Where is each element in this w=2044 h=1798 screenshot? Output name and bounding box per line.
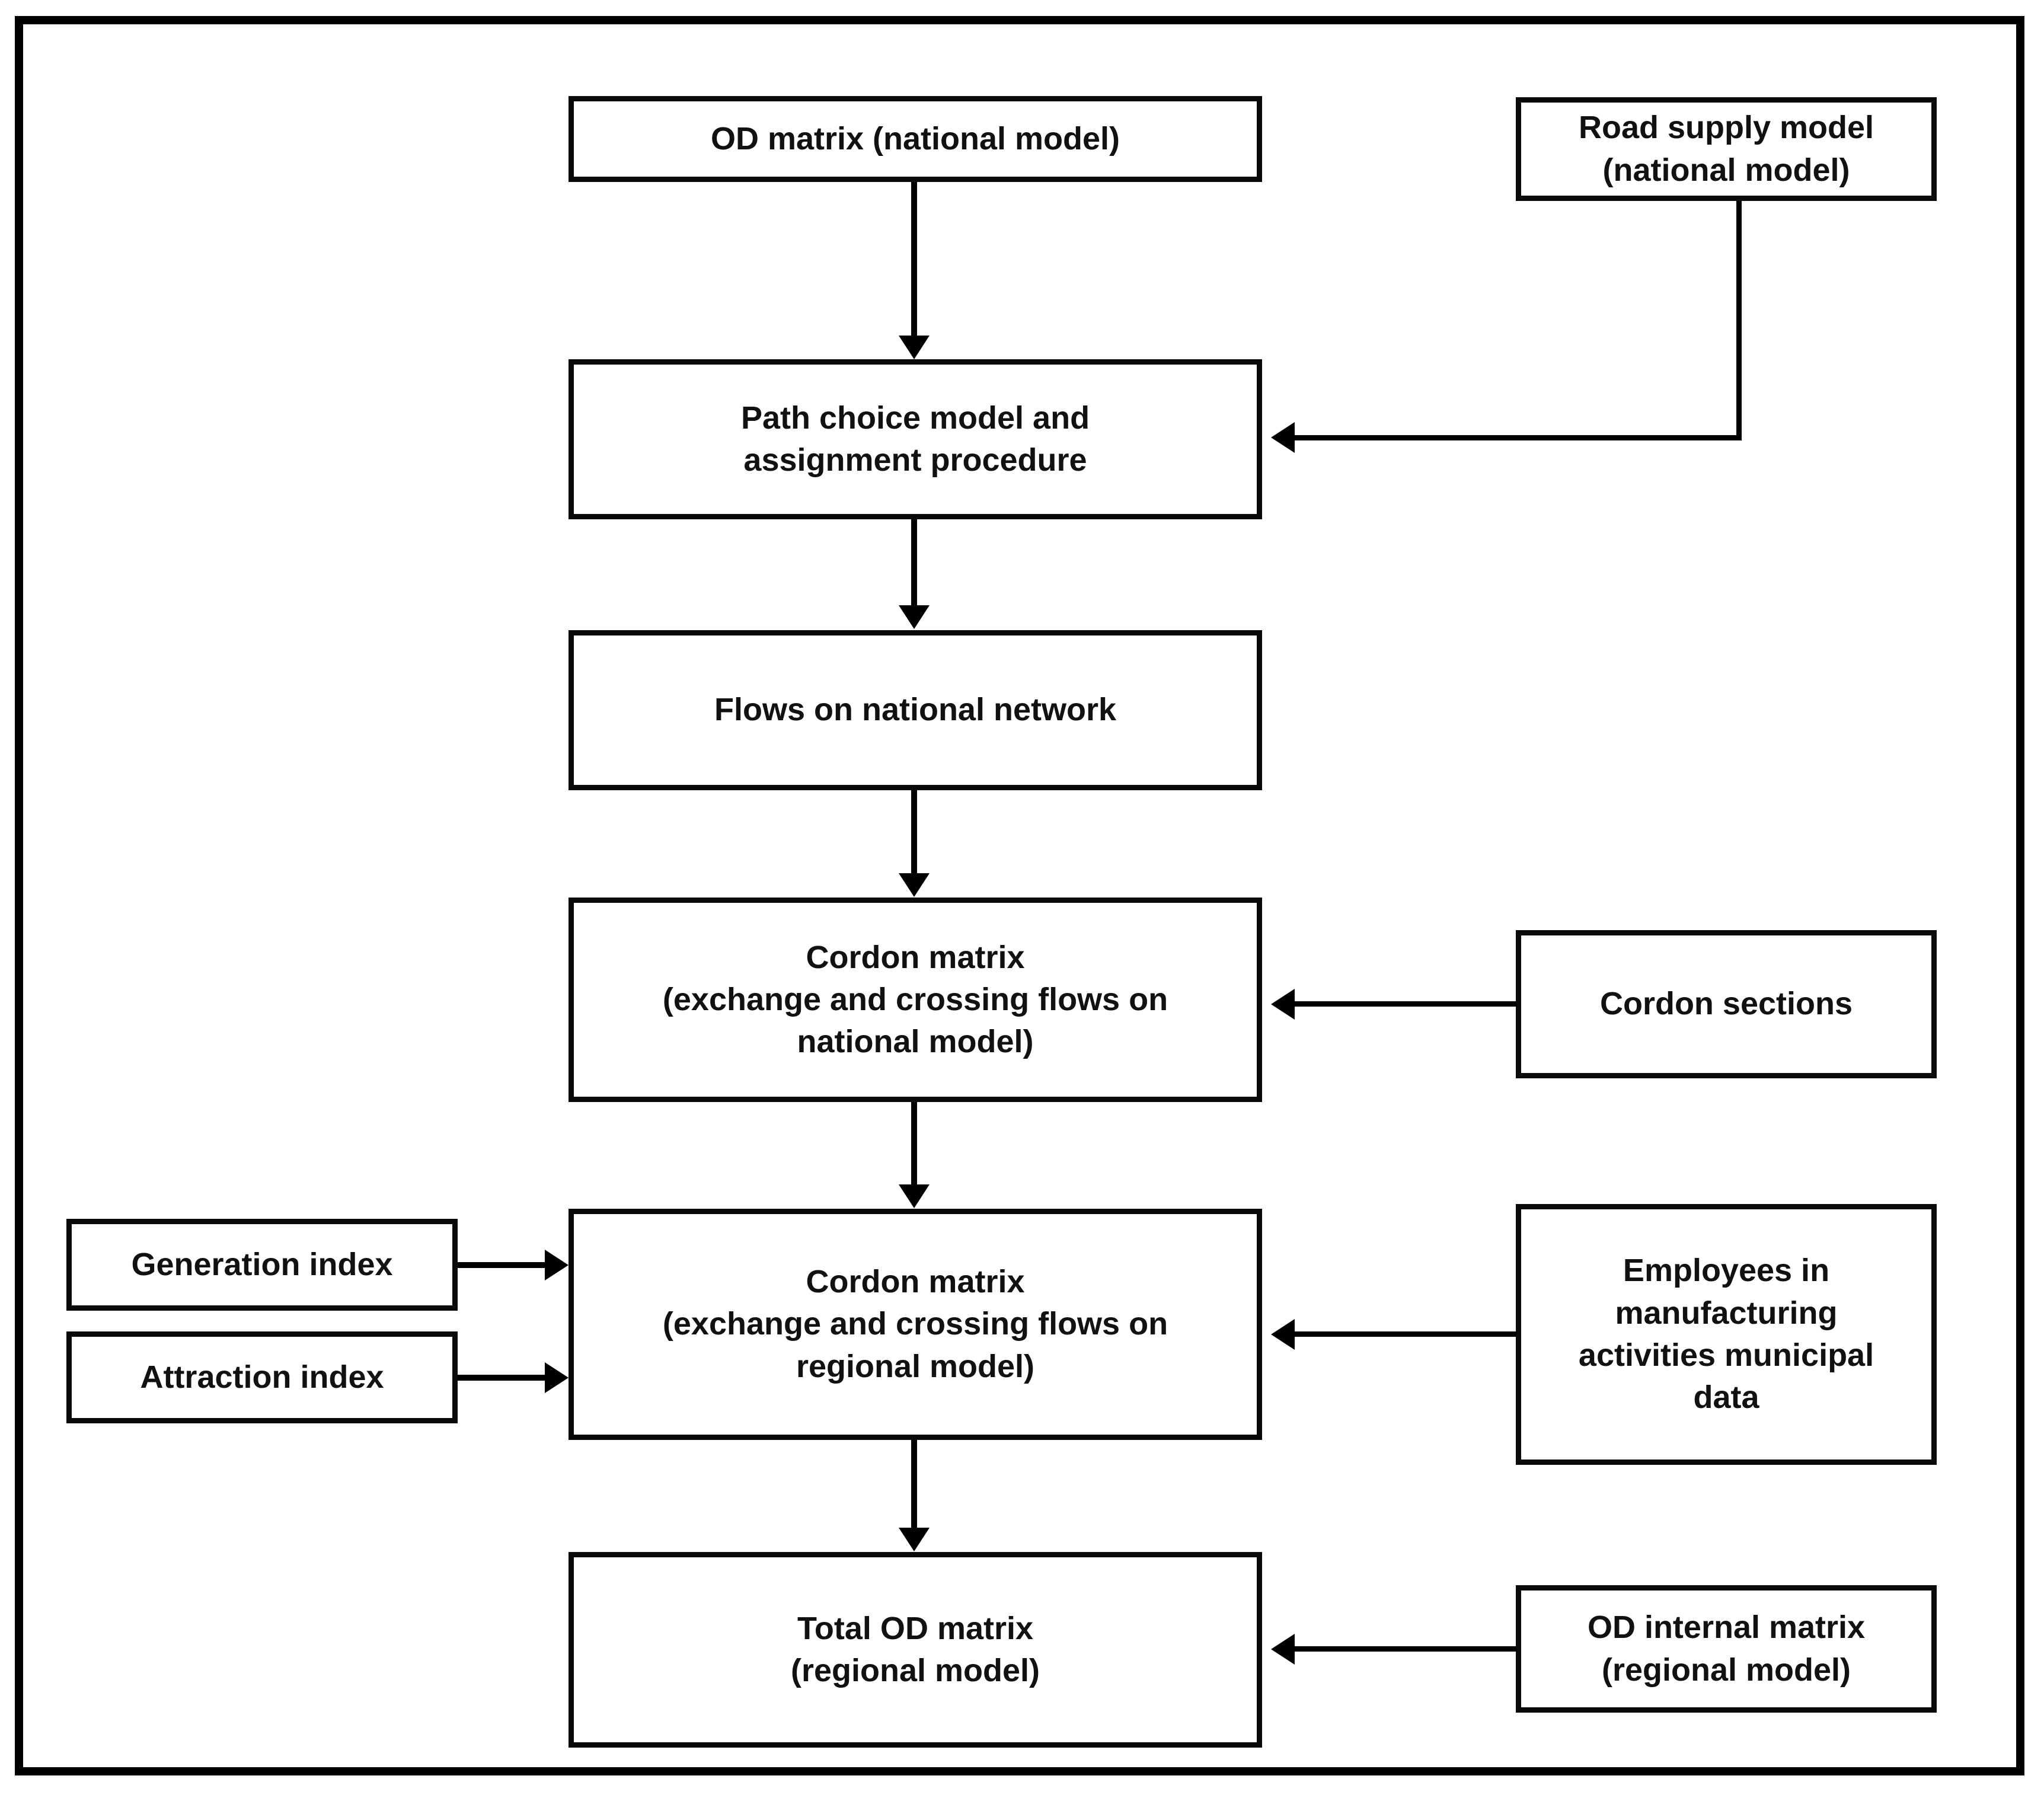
edge-road-to-path-hline: [1295, 435, 1742, 440]
node-label: Employees in manufacturing activities mu…: [1578, 1253, 1874, 1416]
node-cordon-matrix-regional[interactable]: Cordon matrix (exchange and crossing flo…: [569, 1209, 1262, 1440]
node-label: Path choice model and assignment procedu…: [740, 400, 1090, 478]
node-flows-national-network[interactable]: Flows on national network: [569, 630, 1262, 790]
edge-path-to-flows-line: [911, 519, 917, 607]
edge-od-internal-line: [1295, 1646, 1517, 1652]
node-label: Generation index: [131, 1246, 393, 1282]
node-label: Attraction index: [140, 1359, 384, 1395]
edge-generation-index-line: [458, 1262, 547, 1268]
node-label: Cordon matrix (exchange and crossing flo…: [662, 939, 1168, 1060]
edge-cordon-national-to-regional-arrowhead: [899, 1184, 930, 1208]
edge-cordon-national-to-regional-line: [911, 1102, 917, 1186]
edge-cordon-sections-arrowhead: [1271, 989, 1295, 1020]
edge-cordon-regional-to-total-arrowhead: [899, 1528, 930, 1551]
node-label: OD matrix (national model): [710, 120, 1120, 157]
edge-flows-to-cordon-national-line: [911, 790, 917, 875]
node-label: Cordon sections: [1599, 986, 1853, 1022]
node-employees-manufacturing[interactable]: Employees in manufacturing activities mu…: [1516, 1204, 1937, 1465]
edge-od-to-path-line: [911, 182, 917, 337]
edge-attraction-index-line: [458, 1375, 547, 1381]
node-label: Total OD matrix (regional model): [790, 1610, 1040, 1688]
node-path-choice-assignment[interactable]: Path choice model and assignment procedu…: [569, 359, 1262, 519]
edge-od-to-path-arrowhead: [899, 336, 930, 359]
edge-path-to-flows-arrowhead: [899, 605, 930, 629]
edge-road-to-path-arrowhead: [1271, 422, 1295, 453]
node-total-od-matrix-regional[interactable]: Total OD matrix (regional model): [569, 1552, 1262, 1748]
node-label: Cordon matrix (exchange and crossing flo…: [662, 1264, 1168, 1384]
edge-cordon-sections-line: [1295, 1001, 1517, 1007]
node-label: Flows on national network: [714, 692, 1117, 728]
diagram-outer-frame: OD matrix (national model) Road supply m…: [15, 16, 2024, 1775]
edge-road-to-path-vline: [1736, 201, 1742, 440]
edge-od-internal-arrowhead: [1271, 1634, 1295, 1665]
edge-employees-arrowhead: [1271, 1319, 1295, 1350]
node-od-matrix-national[interactable]: OD matrix (national model): [569, 96, 1262, 182]
node-cordon-sections[interactable]: Cordon sections: [1516, 930, 1937, 1078]
node-generation-index[interactable]: Generation index: [66, 1219, 458, 1311]
edge-attraction-index-arrowhead: [545, 1362, 569, 1393]
edge-generation-index-arrowhead: [545, 1250, 569, 1280]
node-od-internal-matrix[interactable]: OD internal matrix (regional model): [1516, 1585, 1937, 1713]
node-label: OD internal matrix (regional model): [1587, 1609, 1866, 1688]
edge-cordon-regional-to-total-line: [911, 1440, 917, 1529]
node-road-supply-model[interactable]: Road supply model (national model): [1516, 97, 1937, 201]
node-attraction-index[interactable]: Attraction index: [66, 1331, 458, 1423]
node-cordon-matrix-national[interactable]: Cordon matrix (exchange and crossing flo…: [569, 898, 1262, 1102]
node-label: Road supply model (national model): [1578, 110, 1874, 188]
edge-flows-to-cordon-national-arrowhead: [899, 873, 930, 897]
edge-employees-line: [1295, 1331, 1517, 1337]
